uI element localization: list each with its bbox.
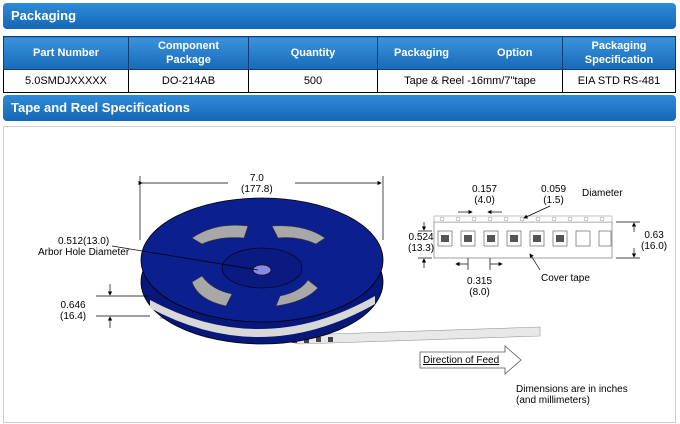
- cell-component-package: DO-214AB: [128, 69, 249, 93]
- pocket-pitch-label: 0.315(8.0): [467, 276, 493, 298]
- carrier-tape: [433, 215, 613, 259]
- pitch-label: 0.157(4.0): [472, 184, 498, 206]
- cell-packaging-option: Tape & Reel -16mm/7"tape: [377, 69, 563, 93]
- tape-reel-header: Tape and Reel Specifications: [3, 95, 676, 121]
- cell-part-number: 5.0SMDJXXXXX: [3, 69, 129, 93]
- tape-width-label: 0.63(16.0): [641, 230, 668, 252]
- arbor-leader: [111, 245, 259, 271]
- feed-label: Direction of Feed: [423, 355, 500, 366]
- thickness-dimension: [96, 284, 150, 328]
- table-row: 5.0SMDJXXXXX DO-214AB 500 Tape & Reel -1…: [3, 69, 676, 93]
- diameter-text: Diameter: [582, 188, 623, 199]
- thickness-label: 0.646(16.4): [60, 300, 87, 322]
- diagram-panel: [3, 126, 676, 423]
- tape-inner-label: 0.524(13.3): [408, 232, 435, 254]
- cell-packaging-spec: EIA STD RS-481: [562, 69, 676, 93]
- cover-tape-label: Cover tape: [541, 273, 590, 284]
- diameter-label: 0.059(1.5): [541, 184, 567, 206]
- arbor-hole: [252, 264, 272, 276]
- width-dimension: [138, 176, 384, 240]
- tape-dimensions: [418, 205, 640, 271]
- width-label: 7.0(177.8): [241, 173, 273, 195]
- units-note: Dimensions are in inches(and millimeters…: [516, 384, 628, 406]
- feed-arrow: [419, 345, 522, 375]
- packaging-header: Packaging: [3, 3, 676, 29]
- arbor-label: 0.512(13.0)Arbor Hole Diameter: [38, 236, 130, 258]
- reel-tape-edge: [150, 296, 375, 338]
- reel-windows: [191, 224, 326, 307]
- cell-quantity: 500: [248, 69, 378, 93]
- col-part-number: Part Number: [3, 36, 129, 70]
- col-quantity: Quantity: [248, 36, 378, 70]
